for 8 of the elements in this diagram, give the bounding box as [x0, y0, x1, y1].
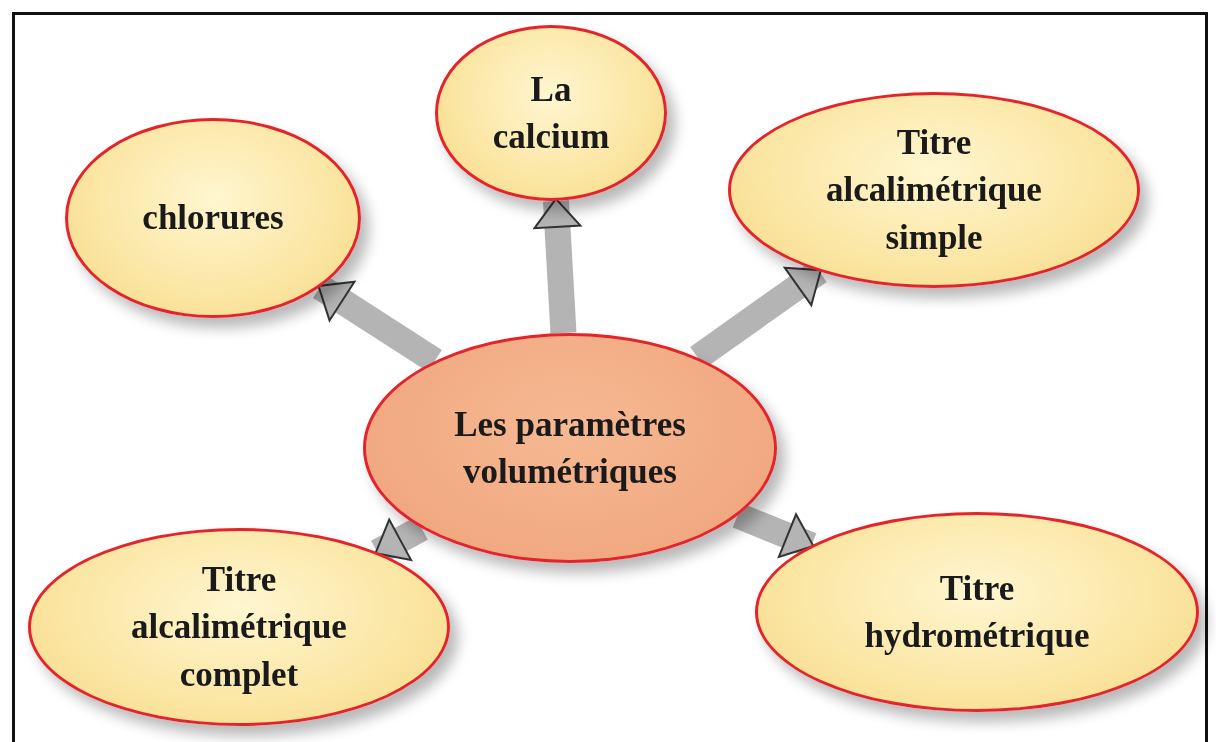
node-label: Les paramètres volumétriques [453, 403, 687, 493]
node-label: Titre hydrométrique [863, 567, 1091, 657]
node-label: Titre alcalimétrique simple [825, 122, 1043, 259]
block-arrow [732, 503, 817, 558]
node-label: Titre alcalimétrique complet [130, 559, 348, 696]
node-label: chlorures [142, 197, 284, 240]
node-label: La calcium [492, 68, 610, 158]
block-arrow [371, 516, 428, 564]
